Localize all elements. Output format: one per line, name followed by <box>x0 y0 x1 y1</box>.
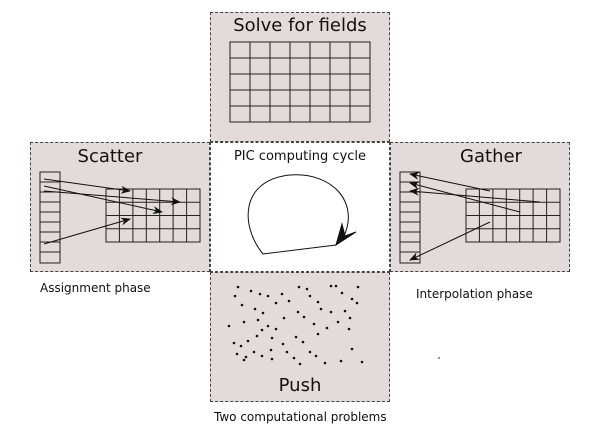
field-grid <box>229 41 371 123</box>
scatter-arrows <box>43 178 181 245</box>
push-panel: Push <box>210 272 390 402</box>
bottom-caption: Two computational problems <box>214 410 387 424</box>
cycle-loop <box>247 174 357 255</box>
solve-panel: Solve for fields <box>210 12 390 142</box>
stray-dot <box>438 357 440 359</box>
scatter-particle-column <box>39 171 61 264</box>
particles <box>227 284 364 366</box>
cycle-panel: PIC computing cycle <box>210 142 390 272</box>
interpolation-caption: Interpolation phase <box>416 287 533 301</box>
cycle-title: PIC computing cycle <box>233 149 367 164</box>
push-title: Push <box>278 375 322 396</box>
scatter-grid <box>105 188 201 243</box>
scatter-title: Scatter <box>77 146 143 167</box>
gather-title: Gather <box>460 146 522 167</box>
gather-arrows <box>409 171 541 261</box>
cycle-arrowhead <box>335 222 357 247</box>
solve-title: Solve for fields <box>233 15 367 36</box>
gather-particle-column <box>399 171 421 264</box>
assignment-caption: Assignment phase <box>40 281 151 295</box>
